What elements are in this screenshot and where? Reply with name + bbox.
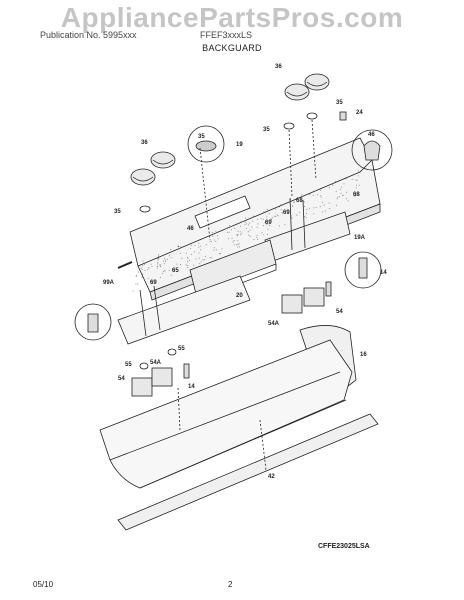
diagram-code: CFFE23025LSA [318,543,370,550]
callout-16: 16 [360,352,367,358]
callout-46: 46 [187,226,194,232]
page-number: 2 [228,580,233,589]
knob [304,73,330,91]
light [183,363,190,379]
callout-14: 14 [188,384,195,390]
watermark-text: AppliancePartsPros.com [60,2,404,33]
washer [283,122,295,130]
callout-65: 65 [172,268,179,274]
callout-69: 69 [283,210,290,216]
callout-42: 42 [268,474,275,480]
publication-number: Publication No. 5995xxx [40,30,137,40]
callout-36: 36 [141,140,148,146]
callout-35: 35 [114,209,121,215]
arrow [117,261,133,269]
callout-55: 55 [125,362,132,368]
panel-window [194,195,251,229]
switch [281,294,303,314]
callout-35: 35 [336,100,343,106]
callout-35: 35 [198,134,205,140]
callout-54a: 54A [268,321,280,327]
switch [151,367,173,387]
callout-68: 68 [296,198,303,204]
knob [130,168,156,186]
rear-cover [99,339,353,489]
callout-14: 14 [380,270,387,276]
clip [339,111,347,121]
model-number: FFEF3xxxLS [200,30,253,40]
detail-circle [74,303,112,341]
mounting-plate [117,275,251,345]
callout-99a: 99A [103,280,115,286]
callout-24: 24 [356,110,363,116]
callout-36: 36 [275,64,282,70]
detail-circle [187,125,225,163]
page-title: BACKGUARD [202,43,262,53]
callout-54a: 54A [150,360,162,366]
panel-texture [132,170,360,292]
washer [139,205,151,213]
footer-date: 05/10 [33,580,54,589]
washer [306,112,318,120]
callout-55: 55 [178,346,185,352]
callout-69: 69 [150,280,157,286]
light [325,281,332,297]
callout-68: 68 [353,192,360,198]
detail-circle [351,129,393,171]
callout-54: 54 [118,376,125,382]
callout-54: 54 [336,309,343,315]
bottom-strip [117,413,379,531]
switch [303,287,325,307]
panel-front-face [137,159,373,267]
detail-circle [344,251,382,289]
callout-69: 69 [265,220,272,226]
callout-46: 46 [368,132,375,138]
switch [131,377,153,397]
knob [284,83,310,101]
callout-19a: 19A [354,235,366,241]
callout-35: 35 [263,127,270,133]
callout-20: 20 [236,293,243,299]
knob [150,151,176,169]
callout-19: 19 [236,142,243,148]
